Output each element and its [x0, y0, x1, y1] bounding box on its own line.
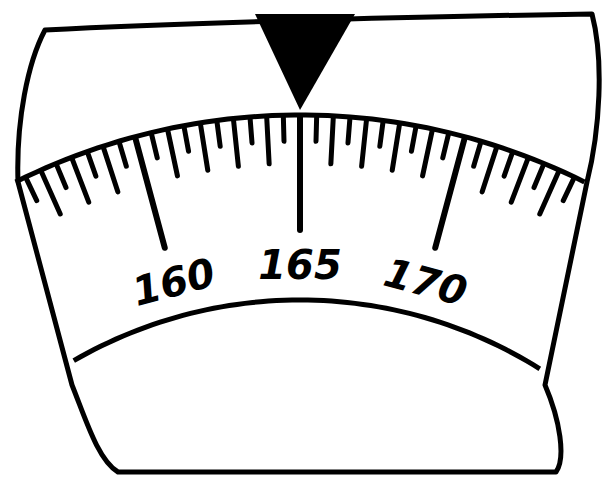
tick-mark — [380, 122, 383, 146]
tick-mark — [104, 148, 118, 192]
tick-mark — [563, 179, 573, 201]
tick-mark — [443, 135, 449, 158]
tick-mark — [534, 165, 543, 187]
tick-mark — [42, 172, 61, 214]
pointer — [255, 14, 355, 110]
tick-mark — [540, 172, 559, 214]
tick-mark — [348, 119, 350, 143]
tick-mark — [411, 128, 415, 152]
tick-mark — [511, 159, 527, 202]
tick-mark — [234, 120, 239, 166]
tick-mark — [57, 165, 66, 187]
tick-mark — [136, 139, 165, 248]
tick-mark — [392, 125, 399, 170]
tick-marks — [26, 117, 573, 248]
tick-mark — [72, 159, 88, 202]
tick-mark — [250, 119, 252, 143]
dial-number: 170 — [381, 251, 472, 311]
tick-mark — [267, 118, 269, 164]
tick-mark — [423, 131, 433, 176]
dial-number: 165 — [258, 245, 342, 285]
tick-mark — [362, 120, 367, 166]
tick-mark — [435, 139, 464, 248]
tick-mark — [26, 179, 36, 201]
tick-mark — [474, 143, 481, 166]
dial-number: 160 — [128, 251, 219, 311]
tick-mark — [314, 117, 320, 141]
tick-mark — [201, 125, 208, 170]
tick-mark — [504, 153, 512, 176]
tick-mark — [184, 128, 188, 152]
dial-band — [16, 115, 585, 369]
tick-mark — [88, 153, 96, 176]
scale-housing — [18, 14, 599, 472]
tick-mark — [217, 122, 220, 146]
tick-mark — [331, 118, 333, 164]
tick-mark — [281, 117, 287, 141]
tick-mark — [297, 117, 303, 230]
tick-mark — [152, 135, 158, 158]
tick-mark — [168, 131, 178, 176]
tick-mark — [120, 143, 127, 166]
tick-mark — [482, 148, 496, 192]
